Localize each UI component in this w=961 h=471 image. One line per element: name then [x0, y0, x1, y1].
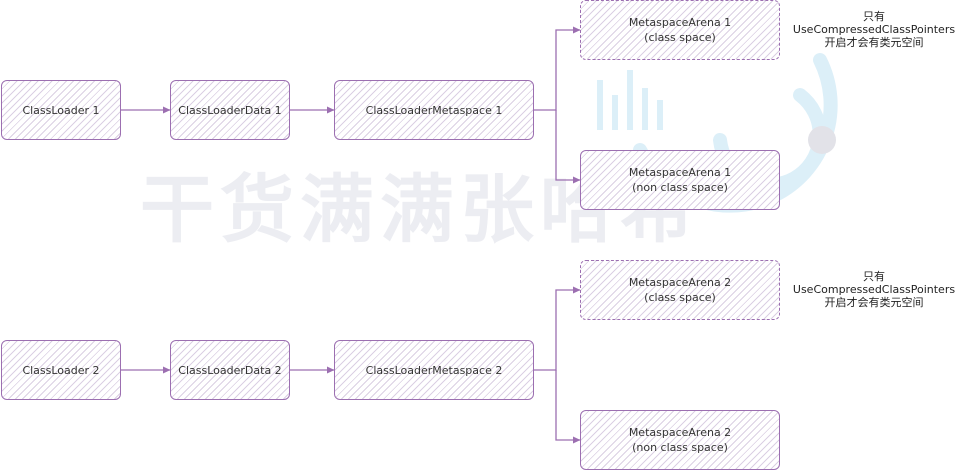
note-line1: 只有: [863, 10, 885, 23]
node-label: ClassLoader 1: [22, 103, 100, 117]
node-label: ClassLoader 2: [22, 363, 100, 377]
edge-metaspace2-to-arena2-nonclass: [555, 370, 581, 444]
note-line2: UseCompressedClassPointers: [792, 23, 956, 36]
node-classloader-2[interactable]: ClassLoader 2: [1, 340, 121, 400]
node-metaspacearena-1-class-space[interactable]: MetaspaceArena 1 (class space): [580, 0, 780, 60]
node-classloaderdata-2[interactable]: ClassLoaderData 2: [170, 340, 290, 400]
node-metaspacearena-2-class-space[interactable]: MetaspaceArena 2 (class space): [580, 260, 780, 320]
edge-metaspace1-to-arena1-nonclass: [555, 110, 581, 184]
note-line3: 开启才会有类元空间: [824, 296, 924, 309]
node-classloadermetaspace-2[interactable]: ClassLoaderMetaspace 2: [334, 340, 534, 400]
node-label-line1: MetaspaceArena 1: [628, 16, 732, 29]
node-label-line2: (non class space): [632, 181, 728, 194]
node-label-line2: (non class space): [632, 441, 728, 454]
node-classloader-1[interactable]: ClassLoader 1: [1, 80, 121, 140]
note-line1: 只有: [863, 270, 885, 283]
node-label: ClassLoaderData 1: [178, 103, 282, 117]
node-label: ClassLoaderMetaspace 1: [365, 103, 503, 117]
node-label-line1: MetaspaceArena 2: [628, 276, 732, 289]
node-classloadermetaspace-1[interactable]: ClassLoaderMetaspace 1: [334, 80, 534, 140]
note-compressed-class-pointers-2: 只有 UseCompressedClassPointers 开启才会有类元空间: [790, 270, 958, 309]
note-line2: UseCompressedClassPointers: [792, 283, 956, 296]
edge-metaspace1-to-arena1-class: [534, 26, 581, 111]
edge-metaspace2-to-arena2-class: [534, 286, 581, 371]
node-label-line2: (class space): [644, 31, 716, 44]
node-classloaderdata-1[interactable]: ClassLoaderData 1: [170, 80, 290, 140]
note-compressed-class-pointers-1: 只有 UseCompressedClassPointers 开启才会有类元空间: [790, 10, 958, 49]
node-metaspacearena-2-non-class-space[interactable]: MetaspaceArena 2 (non class space): [580, 410, 780, 470]
note-line3: 开启才会有类元空间: [824, 36, 924, 49]
node-label: ClassLoaderMetaspace 2: [365, 363, 503, 377]
node-label-line2: (class space): [644, 291, 716, 304]
node-metaspacearena-1-non-class-space[interactable]: MetaspaceArena 1 (non class space): [580, 150, 780, 210]
node-label: ClassLoaderData 2: [178, 363, 282, 377]
node-label-line1: MetaspaceArena 1: [628, 166, 732, 179]
node-label-line1: MetaspaceArena 2: [628, 426, 732, 439]
